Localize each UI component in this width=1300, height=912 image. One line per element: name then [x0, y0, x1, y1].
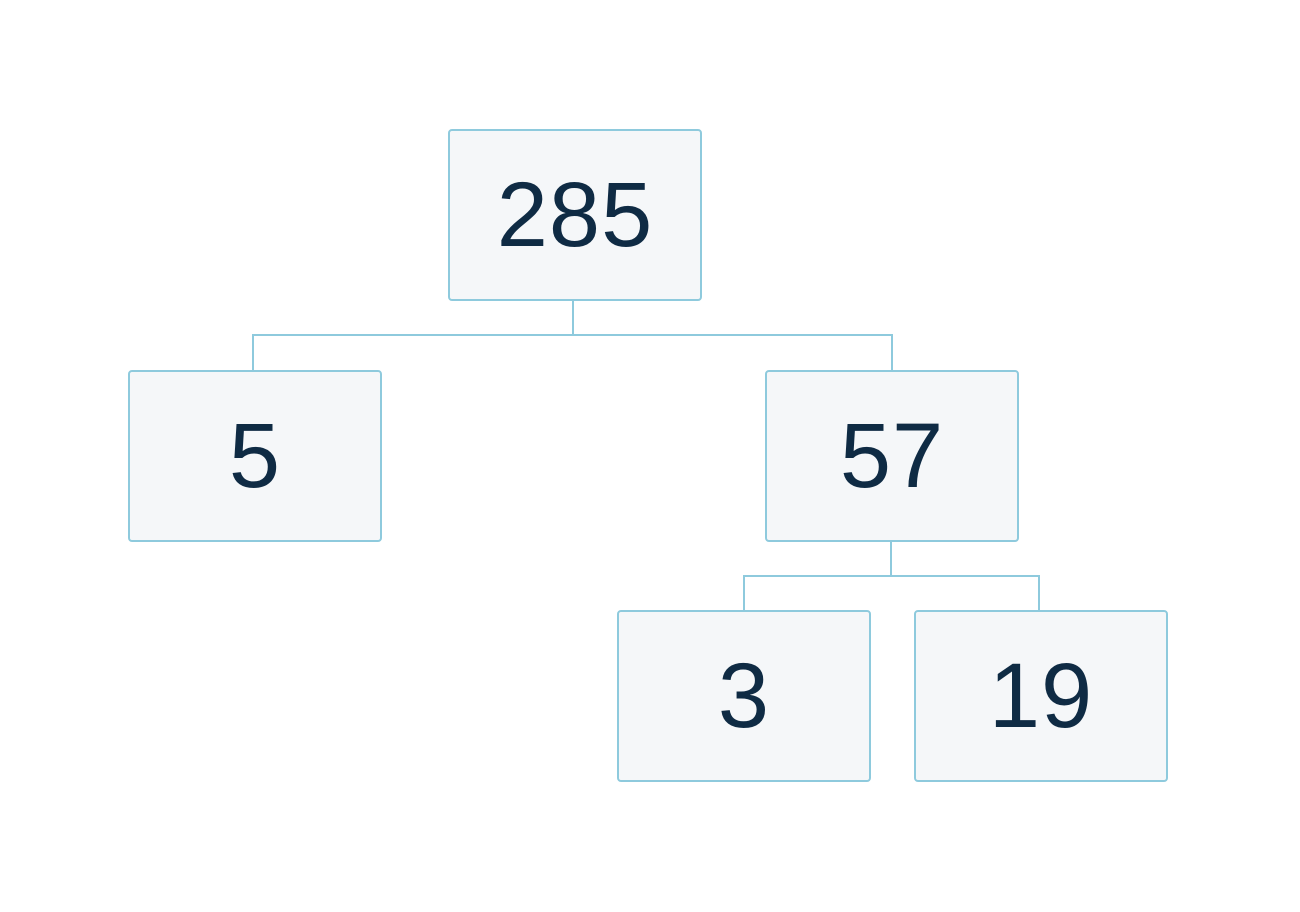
tree-node-right: 57 [765, 370, 1019, 542]
tree-node-left: 5 [128, 370, 382, 542]
node-value: 5 [228, 405, 282, 507]
node-value: 3 [717, 645, 771, 747]
tree-node-root: 285 [448, 129, 702, 301]
tree-node-right-left: 3 [617, 610, 871, 782]
node-value: 285 [496, 164, 654, 266]
node-value: 57 [839, 405, 945, 507]
node-value: 19 [988, 645, 1094, 747]
tree-node-right-right: 19 [914, 610, 1168, 782]
